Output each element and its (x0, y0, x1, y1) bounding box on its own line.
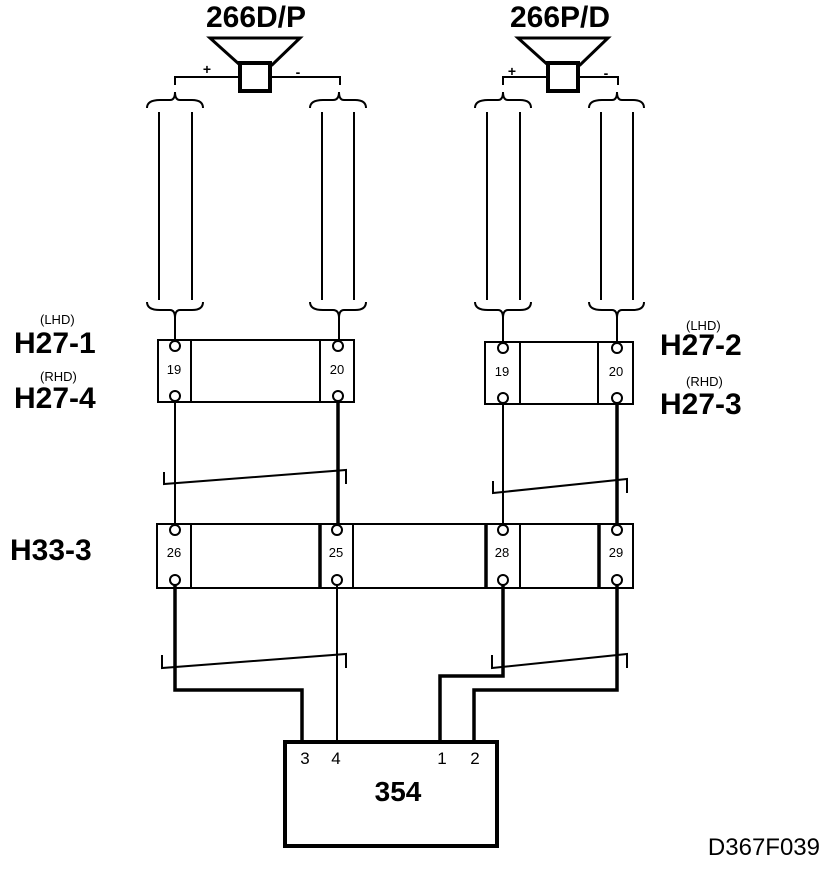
speaker-right-plus: + (508, 63, 516, 79)
speaker-right-label: 266P/D (510, 1, 610, 34)
cable-section (146, 91, 645, 319)
connector-h27-left (157, 339, 355, 403)
h27-right-lhd-name: H27-2 (660, 329, 742, 362)
speaker-left-minus: - (296, 64, 301, 80)
h27-left-lhd-name: H27-1 (14, 327, 96, 360)
h27-left-rhd-tag: (RHD) (40, 369, 77, 384)
h27-left-pin-20: 20 (330, 362, 344, 377)
speaker-right-minus: - (604, 65, 609, 81)
module-label: 354 (375, 776, 422, 807)
h33-pin-25: 25 (329, 545, 343, 560)
h33-name: H33-3 (10, 534, 92, 567)
h33-pin-26: 26 (167, 545, 181, 560)
twist-marker (161, 652, 628, 670)
module-pin-3: 3 (300, 749, 309, 768)
h27-left-pin-19: 19 (167, 362, 181, 377)
connector-h33 (156, 523, 634, 589)
speaker-left-label: 266D/P (206, 1, 306, 34)
module-pin-2: 2 (470, 749, 479, 768)
h33-pin-29: 29 (609, 545, 623, 560)
module-pin-4: 4 (331, 749, 340, 768)
speaker-left-icon (206, 36, 304, 93)
figure-ref: D367F039 (708, 834, 820, 861)
twist-marker (163, 468, 628, 495)
speaker-right-icon (514, 36, 612, 93)
h27-right-pin-20: 20 (609, 364, 623, 379)
h27-right-lhd-tag: (LHD) (686, 318, 721, 333)
h33-pin-28: 28 (495, 545, 509, 560)
h27-right-rhd-tag: (RHD) (686, 374, 723, 389)
h27-left-lhd-tag: (LHD) (40, 312, 75, 327)
h27-left-rhd-name: H27-4 (14, 382, 96, 415)
module-pin-1: 1 (437, 749, 446, 768)
module-354 (283, 740, 499, 848)
speaker-left-plus: + (203, 61, 211, 77)
connector-h27-right (484, 341, 634, 405)
h27-right-rhd-name: H27-3 (660, 388, 742, 421)
h27-right-pin-19: 19 (495, 364, 509, 379)
